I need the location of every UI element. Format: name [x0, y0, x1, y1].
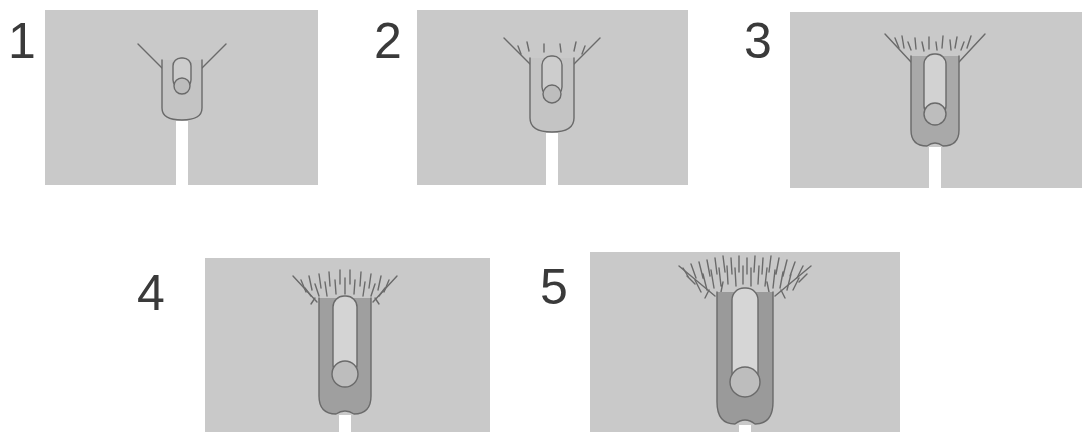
hair-strokes — [895, 36, 971, 51]
leg-gap — [739, 425, 751, 432]
glans-outline — [730, 367, 760, 397]
stage-number: 3 — [744, 16, 772, 66]
leg-gap — [339, 415, 351, 432]
stage-figure — [293, 270, 397, 432]
leg-gap — [929, 147, 941, 192]
stage-figure — [679, 256, 811, 432]
stage-number: 1 — [8, 16, 36, 66]
stage-figure — [504, 38, 600, 193]
glans-outline — [332, 361, 358, 387]
leg-gap — [176, 121, 188, 191]
hair-strokes — [518, 42, 585, 54]
glans-outline — [543, 85, 561, 103]
stage-number: 4 — [137, 268, 165, 318]
stage-figure — [885, 34, 985, 192]
glans-outline — [924, 103, 946, 125]
stage-figure — [138, 44, 226, 191]
glans-outline — [174, 78, 190, 94]
stage-number: 2 — [374, 16, 402, 66]
body-panel — [205, 258, 490, 432]
body-panel — [590, 252, 900, 432]
leg-gap — [546, 133, 558, 193]
stage-number: 5 — [540, 262, 568, 312]
